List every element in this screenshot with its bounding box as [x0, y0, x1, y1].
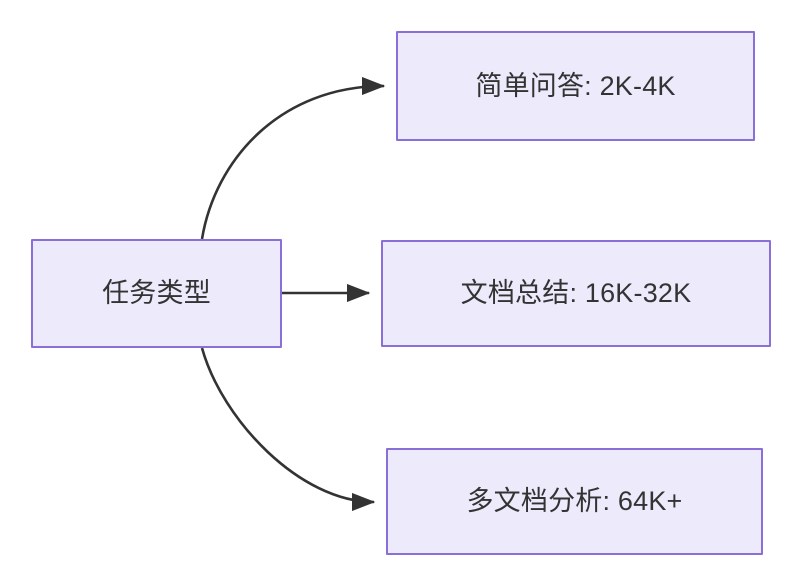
- edge-root-to-simple-qa: [200, 76, 386, 240]
- node-simple-qa[interactable]: 简单问答: 2K-4K: [396, 31, 755, 141]
- node-task-type[interactable]: 任务类型: [31, 239, 282, 348]
- node-multi-document-analysis[interactable]: 多文档分析: 64K+: [386, 448, 763, 555]
- edge-root-to-multi-doc: [200, 347, 376, 512]
- node-document-summary[interactable]: 文档总结: 16K-32K: [381, 240, 771, 347]
- node-multi-document-analysis-label: 多文档分析: 64K+: [466, 486, 683, 517]
- node-document-summary-label: 文档总结: 16K-32K: [460, 278, 692, 309]
- node-simple-qa-label: 简单问答: 2K-4K: [475, 70, 676, 101]
- node-task-type-label: 任务类型: [102, 278, 211, 309]
